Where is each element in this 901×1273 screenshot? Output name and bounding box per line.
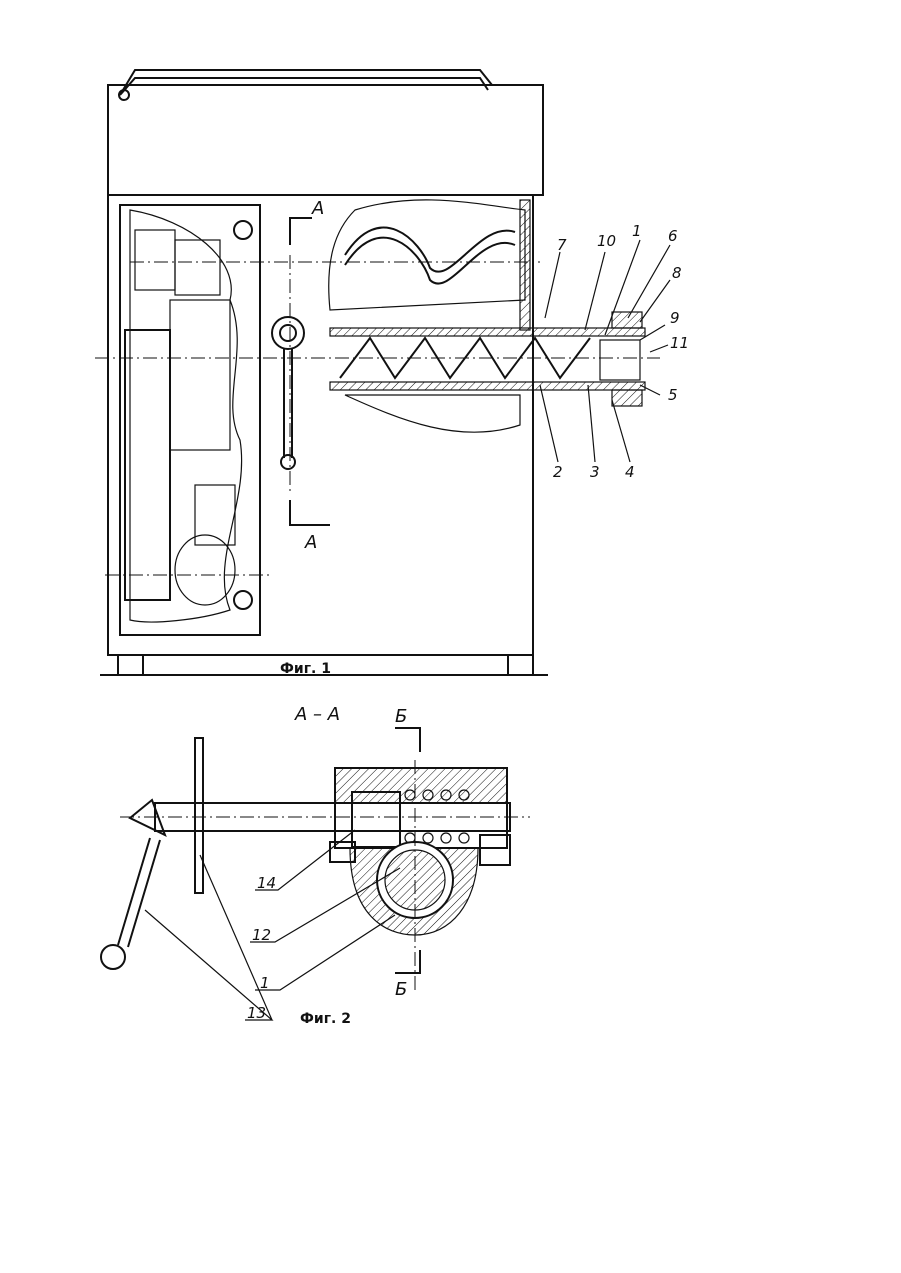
- section-label-b-bottom: Б: [395, 979, 407, 1000]
- label-5: 5: [668, 386, 678, 404]
- label-9: 9: [670, 309, 680, 327]
- top-handle: [120, 70, 492, 95]
- label-11: 11: [670, 334, 689, 352]
- leaders-fig1: [540, 240, 670, 462]
- section-mark-b-bottom: [395, 950, 420, 973]
- label-2: 2: [553, 463, 563, 481]
- cutaway-edge: [130, 210, 242, 622]
- label-10: 10: [597, 232, 616, 250]
- bracket: [195, 485, 235, 545]
- nut-bottom: [612, 390, 642, 406]
- bolt-top: [234, 221, 252, 239]
- leg-right: [508, 655, 533, 675]
- handle-ball: [101, 945, 125, 969]
- housing-top: [335, 768, 507, 803]
- hopper-wall: [520, 200, 530, 330]
- lid: [108, 85, 543, 195]
- label-1: 1: [632, 222, 642, 240]
- mixing-blade: [345, 238, 515, 284]
- section-mark-bottom: [290, 500, 330, 525]
- figure-2: [101, 728, 530, 990]
- section-title-aa: А – А: [294, 704, 340, 725]
- label-12: 12: [252, 926, 271, 944]
- label-13: 13: [247, 1004, 266, 1022]
- caption-fig2: Фиг. 2: [300, 1011, 351, 1027]
- gearbox: [170, 300, 230, 450]
- label-7: 7: [557, 236, 567, 254]
- lever-knob: [281, 455, 295, 469]
- disc-plate: [195, 738, 203, 893]
- section-label-a-bottom: А: [304, 532, 317, 553]
- upper-pulley: [135, 230, 175, 290]
- body: [108, 195, 533, 655]
- caption-fig1: Фиг. 1: [280, 661, 331, 677]
- label-8: 8: [672, 264, 682, 282]
- die-plate: [600, 340, 640, 380]
- leg-left: [118, 655, 143, 675]
- label-4: 4: [625, 463, 635, 481]
- side-lug: [480, 835, 510, 865]
- lever-pivot: [272, 317, 304, 349]
- motor-block: [175, 240, 220, 295]
- figure-1: [95, 70, 660, 675]
- hopper-cutaway: [329, 200, 525, 310]
- label-3: 3: [590, 463, 600, 481]
- bolt-bottom: [234, 591, 252, 609]
- section-mark-top: [290, 218, 312, 245]
- label-6: 6: [668, 227, 678, 245]
- belt: [125, 330, 170, 600]
- barrel-top-wall: [330, 328, 645, 336]
- barrel-bottom-wall: [330, 382, 645, 390]
- label-14: 14: [257, 874, 276, 892]
- nut-top: [612, 312, 642, 328]
- section-mark-b-top: [395, 728, 420, 752]
- drive-panel: [120, 205, 260, 635]
- label-1-fig2: 1: [260, 974, 270, 992]
- section-label-b-top: Б: [395, 706, 407, 727]
- section-label-a-top: А: [311, 198, 324, 219]
- hopper-lower: [345, 395, 520, 432]
